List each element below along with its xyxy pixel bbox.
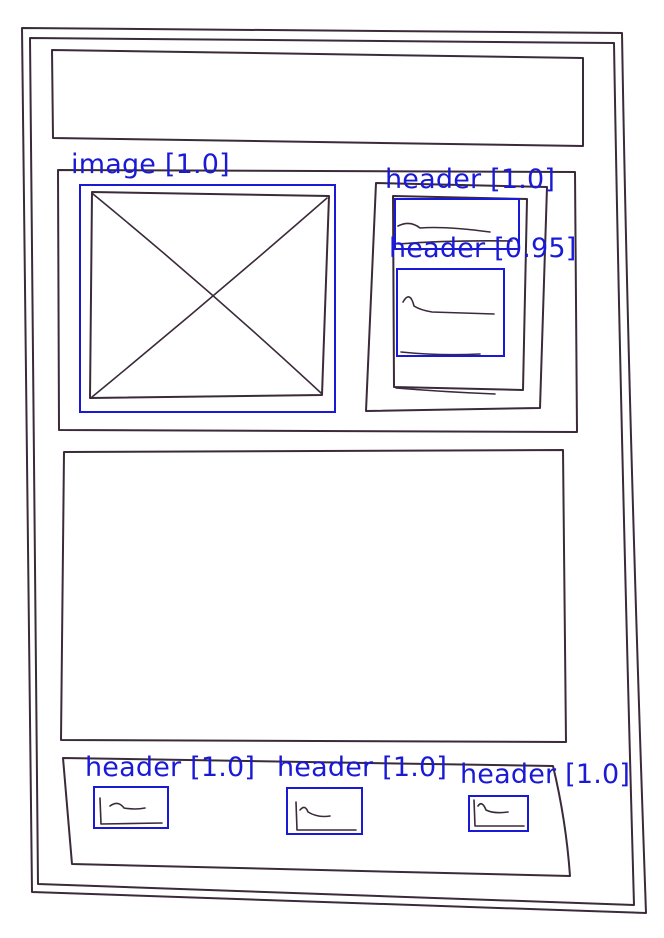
label-score: [1.0] (190, 752, 256, 783)
detection-label-header-mid: header [0.95] (389, 235, 577, 262)
label-score: [1.0] (164, 149, 230, 180)
label-class: image (71, 149, 157, 180)
side-panel-inner (392, 195, 528, 391)
inner-frame (29, 37, 635, 906)
footer-scribble-3 (473, 799, 525, 827)
detection-box-image (79, 184, 336, 413)
label-score: [1.0] (382, 752, 448, 783)
image-cross-b (91, 197, 328, 398)
content-section (57, 169, 578, 433)
detection-box-header-mid (396, 268, 505, 357)
header-scribble-mid (400, 296, 495, 356)
image-cross-a (92, 193, 322, 394)
footer-scribble-1 (99, 797, 163, 825)
outer-frame (21, 27, 647, 914)
side-panel-line (395, 387, 496, 395)
detection-box-header-bottom-2 (286, 787, 363, 835)
footer-strip (62, 757, 571, 877)
large-content-box (60, 449, 567, 743)
detection-box-header-top (394, 198, 520, 250)
label-class: header (385, 164, 482, 195)
side-panel-outer (365, 182, 548, 412)
label-class: header (277, 752, 374, 783)
label-score: [1.0] (490, 164, 556, 195)
header-scribble-top (397, 222, 513, 245)
label-class: header (389, 233, 486, 264)
image-placeholder (89, 191, 330, 399)
label-class: header (460, 759, 557, 790)
detection-box-header-bottom-3 (468, 795, 529, 832)
detection-label-header-bottom-2: header [1.0] (277, 754, 447, 781)
top-banner (51, 49, 584, 147)
detection-label-header-bottom-3: header [1.0] (460, 761, 630, 788)
footer-scribble-2 (295, 801, 357, 831)
detection-box-header-bottom-1 (93, 786, 169, 829)
label-score: [0.95] (494, 233, 577, 264)
detection-label-header-bottom-1: header [1.0] (85, 754, 255, 781)
detection-label-header-top: header [1.0] (385, 166, 555, 193)
label-class: header (85, 752, 182, 783)
detection-label-image: image [1.0] (71, 151, 230, 178)
label-score: [1.0] (565, 759, 631, 790)
